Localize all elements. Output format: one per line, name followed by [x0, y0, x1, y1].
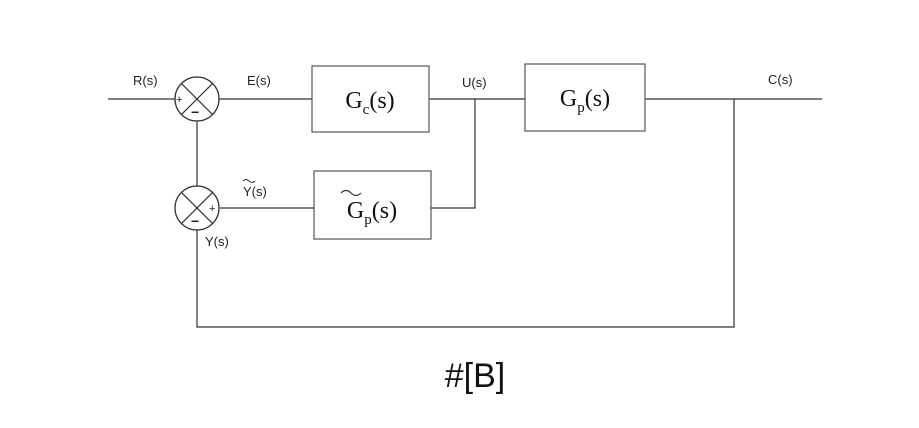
- figure-caption: #[B]: [445, 357, 505, 395]
- minus-sign-bottom-junction: −: [191, 213, 199, 229]
- wire-feedback-loop: [196, 99, 735, 328]
- label-model-output: Y(s): [243, 184, 267, 199]
- plant-transfer-function: Gp(s): [560, 86, 610, 116]
- label-output-signal: C(s): [768, 72, 793, 87]
- model-tilde-mark: [340, 189, 362, 197]
- y-tilde-mark: [242, 179, 256, 183]
- signal-wires: [108, 98, 822, 328]
- plus-sign-top-junction: +: [176, 94, 182, 106]
- label-feedback-signal: Y(s): [205, 234, 229, 249]
- model-block: Gp(s): [313, 170, 432, 240]
- label-error-signal: E(s): [247, 73, 271, 88]
- plant-block: Gp(s): [524, 63, 646, 132]
- model-transfer-function: Gp(s): [347, 198, 397, 228]
- plus-sign-bottom-junction: +: [209, 203, 215, 215]
- minus-sign-top-junction: −: [191, 104, 199, 120]
- summing-junction-bottom: + −: [174, 185, 220, 231]
- summing-junction-top: + −: [174, 76, 220, 122]
- controller-block: Gc(s): [311, 65, 430, 133]
- wire-model-input: [431, 99, 476, 209]
- label-reference-input: R(s): [133, 73, 158, 88]
- controller-transfer-function: Gc(s): [345, 88, 394, 118]
- label-control-signal: U(s): [462, 75, 487, 90]
